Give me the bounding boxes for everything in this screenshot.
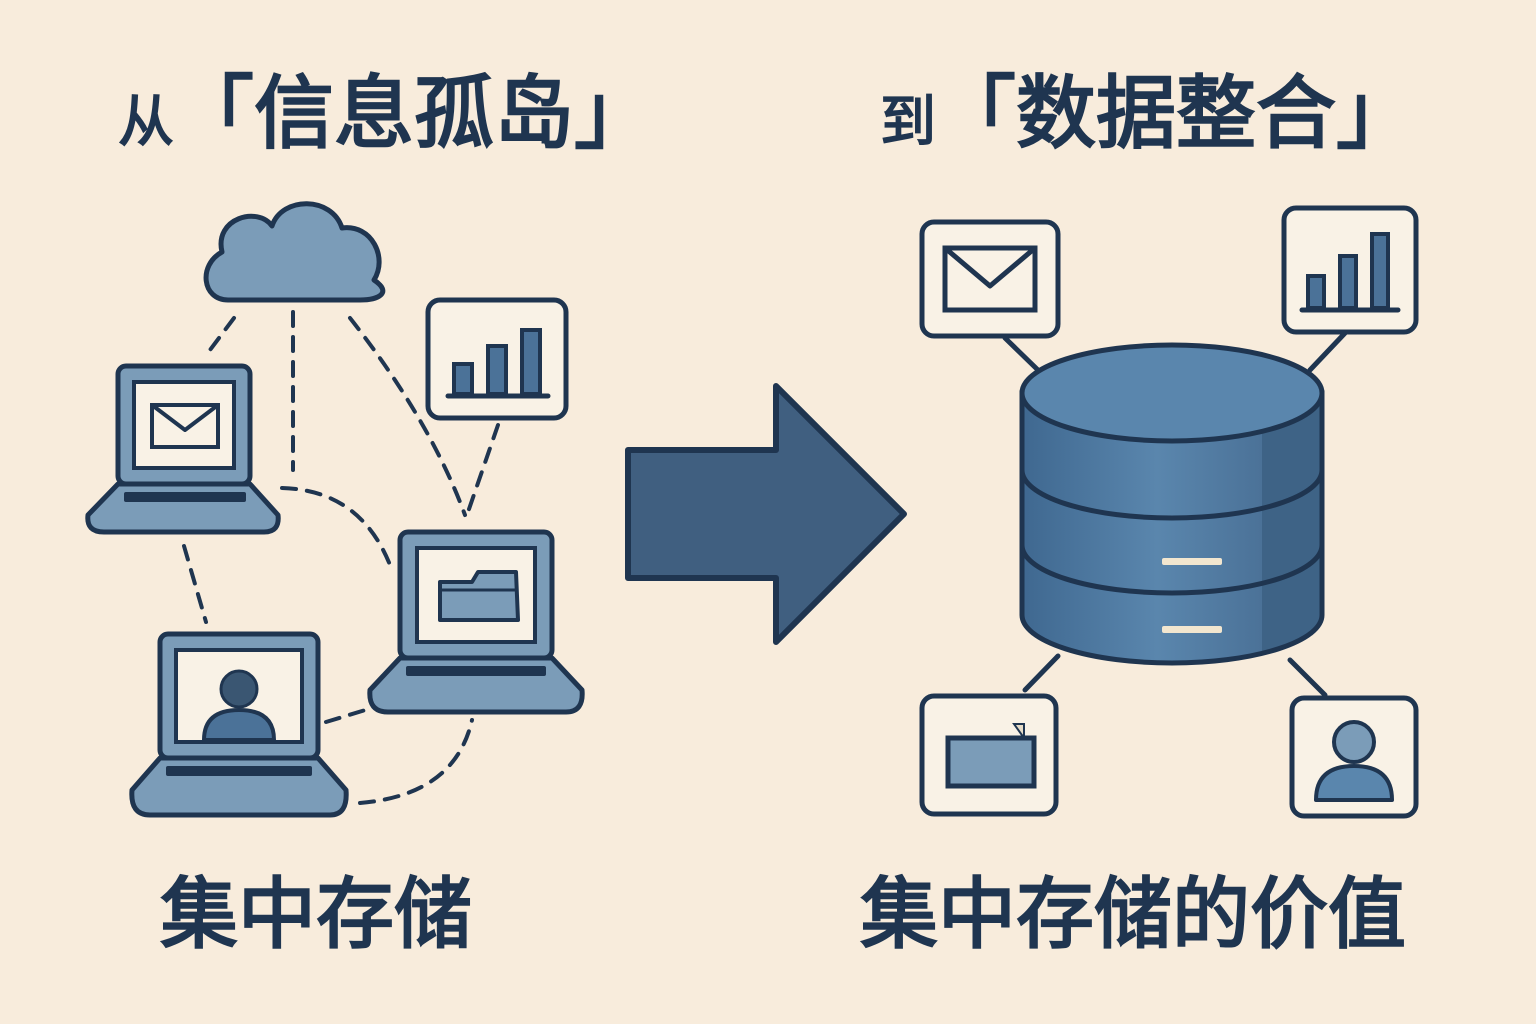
left-title-main: 「信息孤岛」	[174, 67, 654, 160]
mail-icon	[942, 245, 1038, 313]
left-title-lead: 从	[118, 90, 174, 155]
line-chart-laptop-folder	[466, 423, 500, 514]
right-title-lead: 到	[880, 90, 936, 155]
laptop-folder-icon	[367, 529, 585, 715]
cloud-icon	[203, 201, 386, 303]
folder-icon	[945, 723, 1037, 789]
folder-card	[919, 693, 1059, 817]
database-icon	[1019, 342, 1325, 666]
line-mail-folder	[280, 486, 392, 567]
chart-icon	[1299, 232, 1401, 313]
line-bottom-arc	[358, 718, 474, 805]
left-caption: 集中存储	[160, 870, 473, 960]
right-connections	[1002, 329, 1349, 698]
line-mail-user	[182, 544, 208, 624]
line-db-chart	[1307, 329, 1349, 373]
user-card	[1289, 695, 1419, 819]
left-connections	[182, 310, 500, 805]
laptop-mail-icon	[85, 363, 281, 535]
arrow-right-icon	[625, 383, 907, 645]
line-user-folder	[324, 706, 374, 724]
mail-icon	[150, 403, 220, 449]
mail-card	[919, 219, 1061, 339]
user-icon	[1314, 720, 1394, 802]
line-db-folder	[1022, 653, 1061, 693]
right-caption: 集中存储的价值	[860, 870, 1407, 960]
folder-icon	[438, 570, 520, 622]
line-db-user	[1287, 657, 1328, 698]
line-cloud-laptop-mail	[208, 316, 236, 352]
line-cloud-laptop-folder	[348, 316, 467, 517]
left-title: 从「信息孤岛」	[118, 74, 654, 154]
right-title-main: 「数据整合」	[936, 67, 1416, 160]
laptop-user-icon	[129, 631, 349, 818]
line-db-mail	[1002, 335, 1043, 375]
user-icon	[202, 669, 276, 742]
chart-card-left	[425, 297, 569, 421]
chart-icon	[445, 328, 551, 399]
right-title: 到「数据整合」	[880, 74, 1416, 154]
chart-card-right	[1281, 205, 1419, 335]
